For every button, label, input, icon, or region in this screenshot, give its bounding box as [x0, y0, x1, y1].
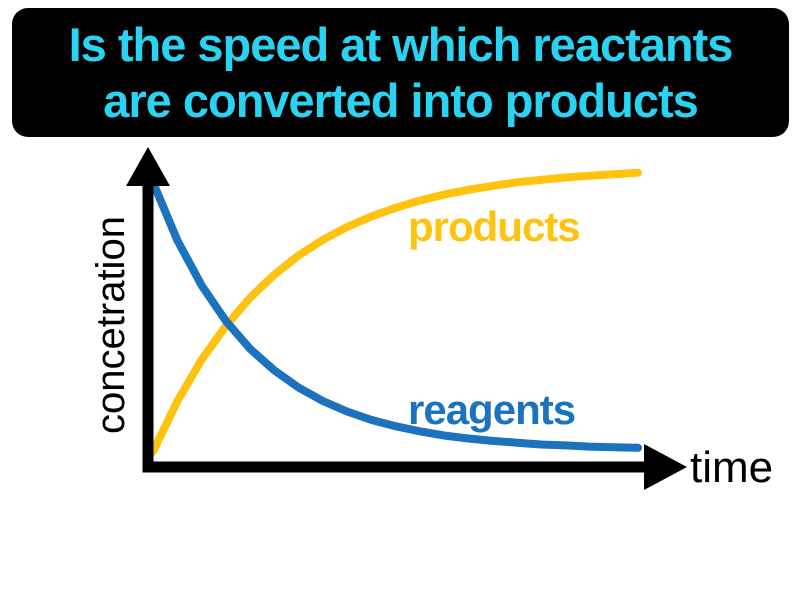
x-axis-label: time: [690, 443, 774, 492]
y-axis-arrowhead-icon: [126, 147, 170, 186]
definition-banner: Is the speed at which reactants are conv…: [12, 8, 789, 137]
y-axis-label: concetration: [89, 216, 133, 434]
definition-text-line-1: Is the speed at which reactants: [68, 17, 734, 71]
reagents-curve-label: reagents: [408, 386, 576, 433]
products-curve-label: products: [408, 203, 581, 250]
definition-text-line-2: are converted into products: [103, 73, 699, 127]
reagents-curve: [149, 178, 642, 452]
x-axis-arrowhead-icon: [644, 444, 687, 490]
products-curve: [149, 168, 642, 456]
